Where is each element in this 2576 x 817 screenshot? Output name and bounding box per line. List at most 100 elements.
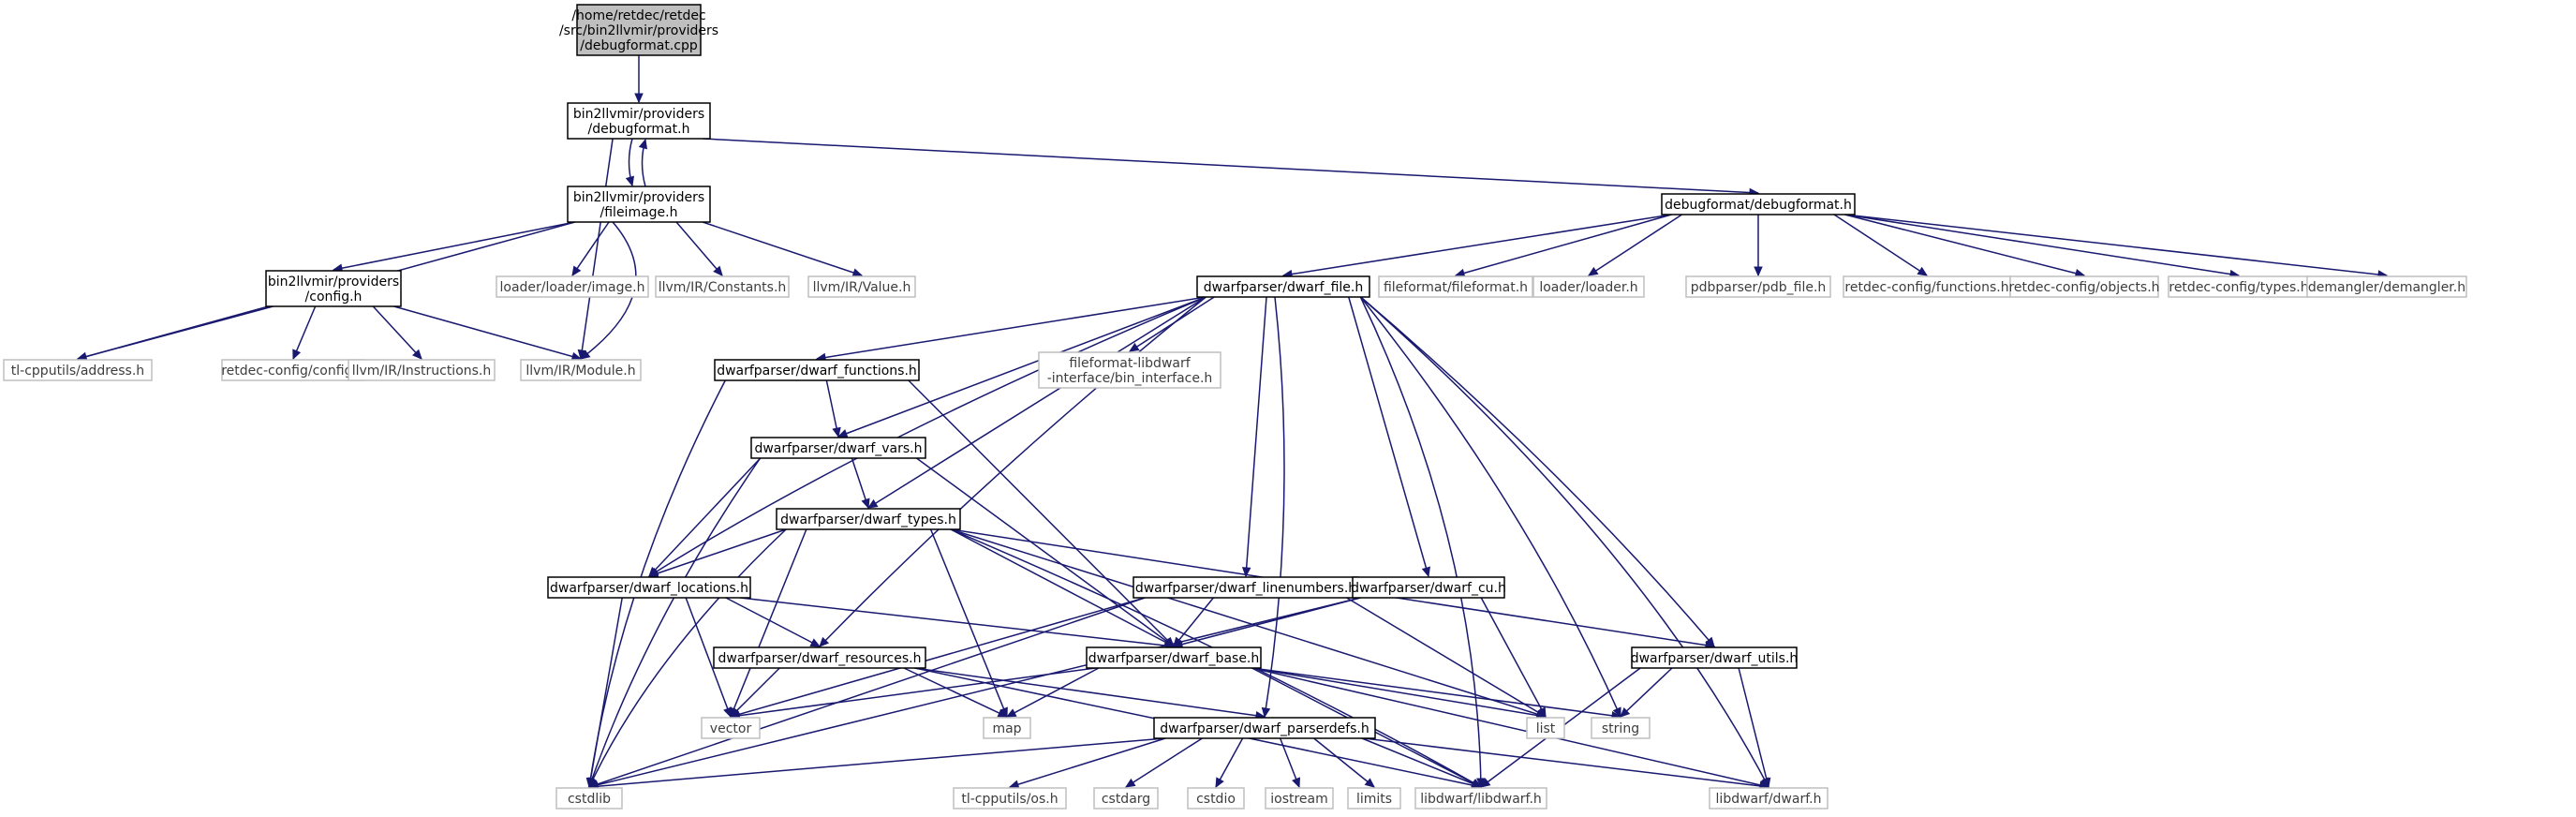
edge-dwarf-locations-to-dwarf-resources bbox=[725, 597, 822, 647]
edge-config-h-to-llvm-module bbox=[393, 305, 583, 362]
node-label: dwarfparser/dwarf_cu.h bbox=[1351, 581, 1506, 596]
node-box bbox=[1153, 717, 1376, 739]
node-label: bin2llvmir/providers bbox=[573, 190, 704, 205]
node-box bbox=[555, 787, 623, 810]
node-llvm-value: llvm/IR/Value.h bbox=[807, 275, 916, 298]
node-label: /src/bin2llvmir/providers bbox=[559, 23, 718, 38]
node-box bbox=[655, 275, 790, 298]
node-label: /debugformat.cpp bbox=[580, 38, 698, 53]
node-label: dwarfparser/dwarf_locations.h bbox=[550, 581, 748, 596]
node-rc-types: retdec-config/types.h bbox=[2168, 275, 2310, 298]
edge-dwarf-file-to-dwarf-linenumbers bbox=[1241, 296, 1267, 578]
node-label: retdec-config/config.h bbox=[221, 364, 365, 379]
node-loader-loader: loader/loader.h bbox=[1532, 275, 1645, 298]
node-llvm-constants: llvm/IR/Constants.h bbox=[655, 275, 790, 298]
edge-debugformat-df-to-rc-functions bbox=[1833, 214, 1929, 276]
node-box bbox=[2009, 275, 2159, 298]
edge-dwarf-file-to-dwarf-locations bbox=[647, 296, 1207, 577]
node-debugformat-h[interactable]: bin2llvmir/providers/debugformat.h bbox=[567, 102, 711, 140]
node-box bbox=[567, 102, 711, 140]
edge-debugformat-df-to-dwarf-file bbox=[1281, 214, 1672, 279]
node-box bbox=[348, 359, 496, 381]
node-dwarf-file[interactable]: dwarfparser/dwarf_file.h bbox=[1196, 275, 1370, 298]
node-label: bin2llvmir/providers bbox=[573, 107, 704, 122]
node-fileimage-h[interactable]: bin2llvmir/providers/fileimage.h bbox=[567, 186, 711, 223]
node-label: /home/retdec/retdec bbox=[571, 8, 705, 23]
node-box bbox=[1661, 193, 1856, 215]
edge-config-h-to-llvm-instructions bbox=[372, 305, 422, 360]
edge-dwarf-file-to-dwarf-cu bbox=[1348, 296, 1430, 578]
node-box bbox=[1038, 351, 1221, 389]
node-box bbox=[776, 508, 961, 530]
node-retdec-config: retdec-config/config.h bbox=[221, 359, 365, 381]
node-label: llvm/IR/Module.h bbox=[526, 364, 635, 379]
edge-dwarf-locations-to-vector bbox=[685, 597, 733, 719]
node-string: string bbox=[1591, 717, 1651, 739]
edge-dwarf-locations-to-cstdlib bbox=[585, 597, 623, 789]
node-debugformat-df[interactable]: debugformat/debugformat.h bbox=[1661, 193, 1856, 215]
dependency-edges bbox=[76, 54, 2389, 791]
node-rc-objects: retdec-config/objects.h bbox=[2008, 275, 2160, 298]
node-label: retdec-config/functions.h bbox=[1844, 280, 2008, 295]
edge-debugformat-h-to-llvm-module bbox=[577, 138, 614, 361]
edge-dwarf-base-to-vector bbox=[729, 667, 1096, 720]
node-box bbox=[983, 717, 1031, 739]
node-box bbox=[1709, 787, 1828, 810]
edge-config-h-to-tl-address bbox=[76, 305, 274, 362]
edge-dwarf-linenumbers-to-cstdlib bbox=[587, 597, 1146, 789]
node-label: retdec-config/types.h bbox=[2169, 280, 2308, 295]
node-cstdlib: cstdlib bbox=[555, 787, 623, 810]
edge-debugformat-h-to-fileimage-h bbox=[625, 138, 635, 187]
edge-debugformat-df-to-fileformat-ff bbox=[1454, 214, 1672, 278]
node-tl-os: tl-cpputils/os.h bbox=[953, 787, 1067, 810]
node-box bbox=[1591, 717, 1651, 739]
edge-dwarf-parserdefs-to-cstdio bbox=[1215, 737, 1244, 789]
header-nodes: /home/retdec/retdec/src/bin2llvmir/provi… bbox=[3, 4, 2467, 810]
edge-fileimage-h-to-llvm-value bbox=[702, 221, 864, 277]
node-box bbox=[701, 717, 761, 739]
node-bin-interface: fileformat-libdwarf-interface/bin_interf… bbox=[1038, 351, 1221, 389]
node-dwarf-types[interactable]: dwarfparser/dwarf_types.h bbox=[776, 508, 961, 530]
node-box bbox=[567, 186, 711, 223]
node-label: dwarfparser/dwarf_types.h bbox=[780, 512, 956, 527]
node-dwarf-functions[interactable]: dwarfparser/dwarf_functions.h bbox=[714, 359, 920, 381]
node-map: map bbox=[983, 717, 1031, 739]
node-fileformat-ff: fileformat/fileformat.h bbox=[1378, 275, 1533, 298]
edge-dwarf-parserdefs-to-limits bbox=[1313, 737, 1375, 788]
edge-fileimage-h-to-llvm-constants bbox=[675, 221, 723, 276]
node-label: dwarfparser/dwarf_linenumbers.h bbox=[1135, 581, 1356, 596]
node-label: fileformat/fileformat.h bbox=[1384, 280, 1528, 295]
node-config-h[interactable]: bin2llvmir/providers/config.h bbox=[265, 270, 402, 307]
node-label: cstdarg bbox=[1102, 792, 1150, 807]
node-dwarf-locations[interactable]: dwarfparser/dwarf_locations.h bbox=[547, 576, 751, 599]
node-llvm-module: llvm/IR/Module.h bbox=[520, 359, 642, 381]
node-box bbox=[1347, 787, 1401, 810]
edge-dwarf-utils-to-dwarf-h bbox=[1738, 667, 1771, 789]
node-dwarf-utils[interactable]: dwarfparser/dwarf_utils.h bbox=[1631, 646, 1799, 669]
node-box bbox=[1526, 717, 1565, 739]
node-dwarf-resources[interactable]: dwarfparser/dwarf_resources.h bbox=[713, 646, 926, 669]
node-dwarf-linenumbers[interactable]: dwarfparser/dwarf_linenumbers.h bbox=[1133, 576, 1359, 599]
node-limits: limits bbox=[1347, 787, 1401, 810]
edge-dwarf-parserdefs-to-libdwarf-h bbox=[1361, 737, 1483, 788]
edge-dwarf-utils-to-string bbox=[1620, 667, 1673, 718]
node-dwarf-vars[interactable]: dwarfparser/dwarf_vars.h bbox=[750, 437, 926, 459]
node-dwarf-cu[interactable]: dwarfparser/dwarf_cu.h bbox=[1351, 576, 1506, 599]
node-box bbox=[750, 437, 926, 459]
edge-root-to-debugformat-h bbox=[634, 54, 644, 104]
edge-dwarf-cu-to-cstdlib bbox=[587, 597, 1361, 790]
node-label: dwarfparser/dwarf_utils.h bbox=[1631, 651, 1799, 666]
node-box bbox=[3, 359, 153, 381]
node-box bbox=[1378, 275, 1533, 298]
node-label: string bbox=[1602, 721, 1639, 736]
node-dwarf-base[interactable]: dwarfparser/dwarf_base.h bbox=[1086, 646, 1262, 669]
edge-dwarf-base-to-map bbox=[1005, 667, 1100, 718]
edge-fileimage-h-to-loader-image bbox=[571, 221, 610, 277]
node-box bbox=[576, 4, 702, 56]
edge-dwarf-parserdefs-to-cstdarg bbox=[1124, 737, 1203, 788]
node-label: dwarfparser/dwarf_vars.h bbox=[754, 441, 922, 456]
node-box bbox=[547, 576, 751, 599]
node-dwarf-parserdefs[interactable]: dwarfparser/dwarf_parserdefs.h bbox=[1153, 717, 1376, 739]
node-label: llvm/IR/Value.h bbox=[813, 280, 911, 295]
